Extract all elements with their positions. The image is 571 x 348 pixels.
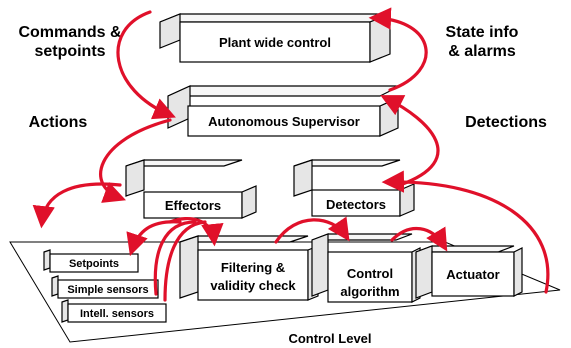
filtering-label-line2: validity check <box>210 278 296 293</box>
detectors-box: Detectors <box>293 159 415 217</box>
control-level-plane <box>9 241 561 343</box>
state-info-label-line1: State info <box>446 24 519 41</box>
filtering-label-line1: Filtering & <box>221 260 285 275</box>
control-algorithm-label-line1: Control <box>347 266 393 281</box>
effectors-box: Effectors <box>125 159 257 219</box>
filtering-box: Filtering & validity check <box>179 235 319 301</box>
autonomous-supervisor-label: Autonomous Supervisor <box>208 114 360 129</box>
commands-label-line2: setpoints <box>34 43 105 60</box>
arrow-supervisor-to-plant <box>368 7 428 92</box>
arrow-commands-to-supervisor <box>116 10 176 120</box>
arrow-effectors-to-intell-sensors <box>163 220 207 302</box>
control-level-label: Control Level <box>288 331 371 346</box>
autonomous-supervisor-box: Autonomous Supervisor <box>167 85 401 137</box>
arrow-supervisor-to-effectors <box>99 118 172 203</box>
flow-arrows <box>32 7 550 302</box>
arrow-control-to-actuator <box>390 226 448 252</box>
control-algorithm-box: Control algorithm <box>311 233 421 303</box>
state-info-label-line2: & alarms <box>448 43 516 60</box>
effectors-label: Effectors <box>165 198 221 213</box>
arrow-filtering-to-control <box>274 216 350 244</box>
setpoints-box: Setpoints <box>43 249 139 273</box>
actuator-label: Actuator <box>446 267 499 282</box>
arrow-detectors-to-supervisor <box>380 95 440 187</box>
actions-label: Actions <box>29 114 88 131</box>
intell-sensors-box: Intell. sensors <box>61 299 167 323</box>
arrow-effectors-to-filtering <box>168 217 224 247</box>
plant-wide-control-box: Plant wide control <box>159 13 391 63</box>
arrow-effectors-to-simple-sensors <box>153 220 197 296</box>
plant-wide-control-label: Plant wide control <box>219 35 331 50</box>
actuator-box: Actuator <box>415 245 523 299</box>
detections-label: Detections <box>465 114 547 131</box>
setpoints-label: Setpoints <box>69 258 119 270</box>
simple-sensors-label: Simple sensors <box>67 284 148 296</box>
arrow-actuator-to-detectors <box>381 170 550 294</box>
simple-sensors-box: Simple sensors <box>51 275 159 299</box>
arrow-effectors-to-outside <box>32 182 122 229</box>
intell-sensors-label: Intell. sensors <box>80 308 154 320</box>
detectors-label: Detectors <box>326 197 386 212</box>
control-algorithm-label-line2: algorithm <box>340 284 399 299</box>
commands-label-line1: Commands & <box>18 24 122 41</box>
